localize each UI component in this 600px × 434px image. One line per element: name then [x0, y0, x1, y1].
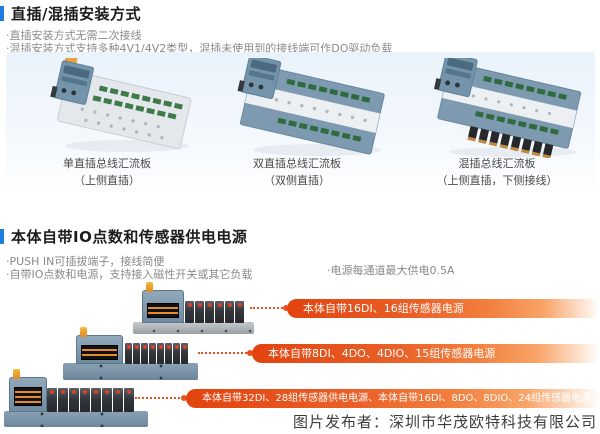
install-bullet-2: ·混插安装方式支持多种4V1/4V2类型，混插未使用到的接线端可作DO驱动负载	[6, 42, 393, 55]
callout-leader-line	[135, 395, 187, 401]
io-device-32di-illustration	[4, 369, 148, 427]
device-io-module	[76, 327, 123, 364]
io-bullet-1: ·PUSH IN可插拔端子，接线简便	[6, 255, 165, 268]
install-bullet-1: ·直插安装方式无需二次接线	[6, 29, 142, 42]
io-bullet-2: ·自带IO点数和电源，支持接入磁性开关或其它负载	[6, 268, 253, 281]
callout-leader-line	[198, 350, 253, 356]
device-base-rail	[63, 363, 198, 380]
product-caption-mixed: 混插总线汇流板 （上侧直插，下侧接线）	[402, 155, 592, 189]
section-io-header: 本体自带IO点数和传感器供电电源	[0, 226, 247, 247]
valve-blocks	[125, 343, 188, 364]
callout-leader-line	[250, 305, 289, 311]
product-subtitle: （双侧直插）	[264, 174, 330, 188]
device-io-module	[142, 282, 184, 323]
section-io-title: 本体自带IO点数和传感器供电电源	[11, 228, 248, 246]
product-subtitle: （上侧直插，下侧接线）	[436, 174, 558, 188]
cable-icon	[13, 369, 20, 379]
product-caption-double: 双直插总线汇流板 （双侧直插）	[217, 155, 377, 189]
callout-badge-3: 本体自带32DI、28组传感器供电电源、本体自带16DI、8DO、8DIO、24…	[186, 389, 600, 408]
valve-blocks	[185, 301, 244, 323]
callout-badge-2: 本体自带8DI、4DO、4DIO、15组传感器电源	[252, 344, 600, 363]
callout-badge-1: 本体自带16DI、16组传感器电源	[287, 299, 600, 318]
terminal-connector	[81, 345, 118, 360]
cable-icon	[80, 327, 87, 337]
product-caption-single: 单直插总线汇流板 （上侧直插）	[27, 155, 187, 189]
busbar-board-mixed-illustration	[433, 58, 582, 158]
section-accent-bar-icon	[0, 6, 4, 21]
cable-icon	[146, 282, 153, 292]
io-side-note: ·电源每通道最大供电0.5A	[327, 264, 455, 277]
product-name: 混插总线汇流板	[458, 157, 536, 170]
bottom-terminals	[468, 126, 554, 156]
valve-blocks	[47, 388, 134, 412]
device-base-rail	[133, 322, 254, 334]
product-subtitle: （上侧直插）	[74, 174, 140, 188]
section-install-title: 直插/混插安装方式	[11, 5, 141, 23]
io-device-16di-illustration	[133, 282, 254, 334]
section-install-header: 直插/混插安装方式	[0, 3, 141, 24]
terminal-connector	[14, 387, 42, 406]
product-name: 双直插总线汇流板	[253, 157, 341, 170]
product-name: 单直插总线汇流板	[63, 157, 151, 170]
busbar-board-single-illustration	[50, 58, 192, 152]
io-device-8di-illustration	[63, 327, 198, 380]
device-base-rail	[4, 411, 148, 427]
terminal-connector	[147, 303, 179, 318]
busbar-board-double-illustration	[237, 58, 385, 156]
install-products-panel: 单直插总线汇流板 （上侧直插） 双直插总线汇流板 （双侧直插） 混插总线汇流板 …	[6, 52, 595, 198]
device-io-module	[9, 369, 47, 412]
publisher-watermark: 图片发布者：深圳市华茂欧特科技有限公司	[292, 413, 597, 431]
section-accent-bar-icon	[0, 229, 4, 244]
